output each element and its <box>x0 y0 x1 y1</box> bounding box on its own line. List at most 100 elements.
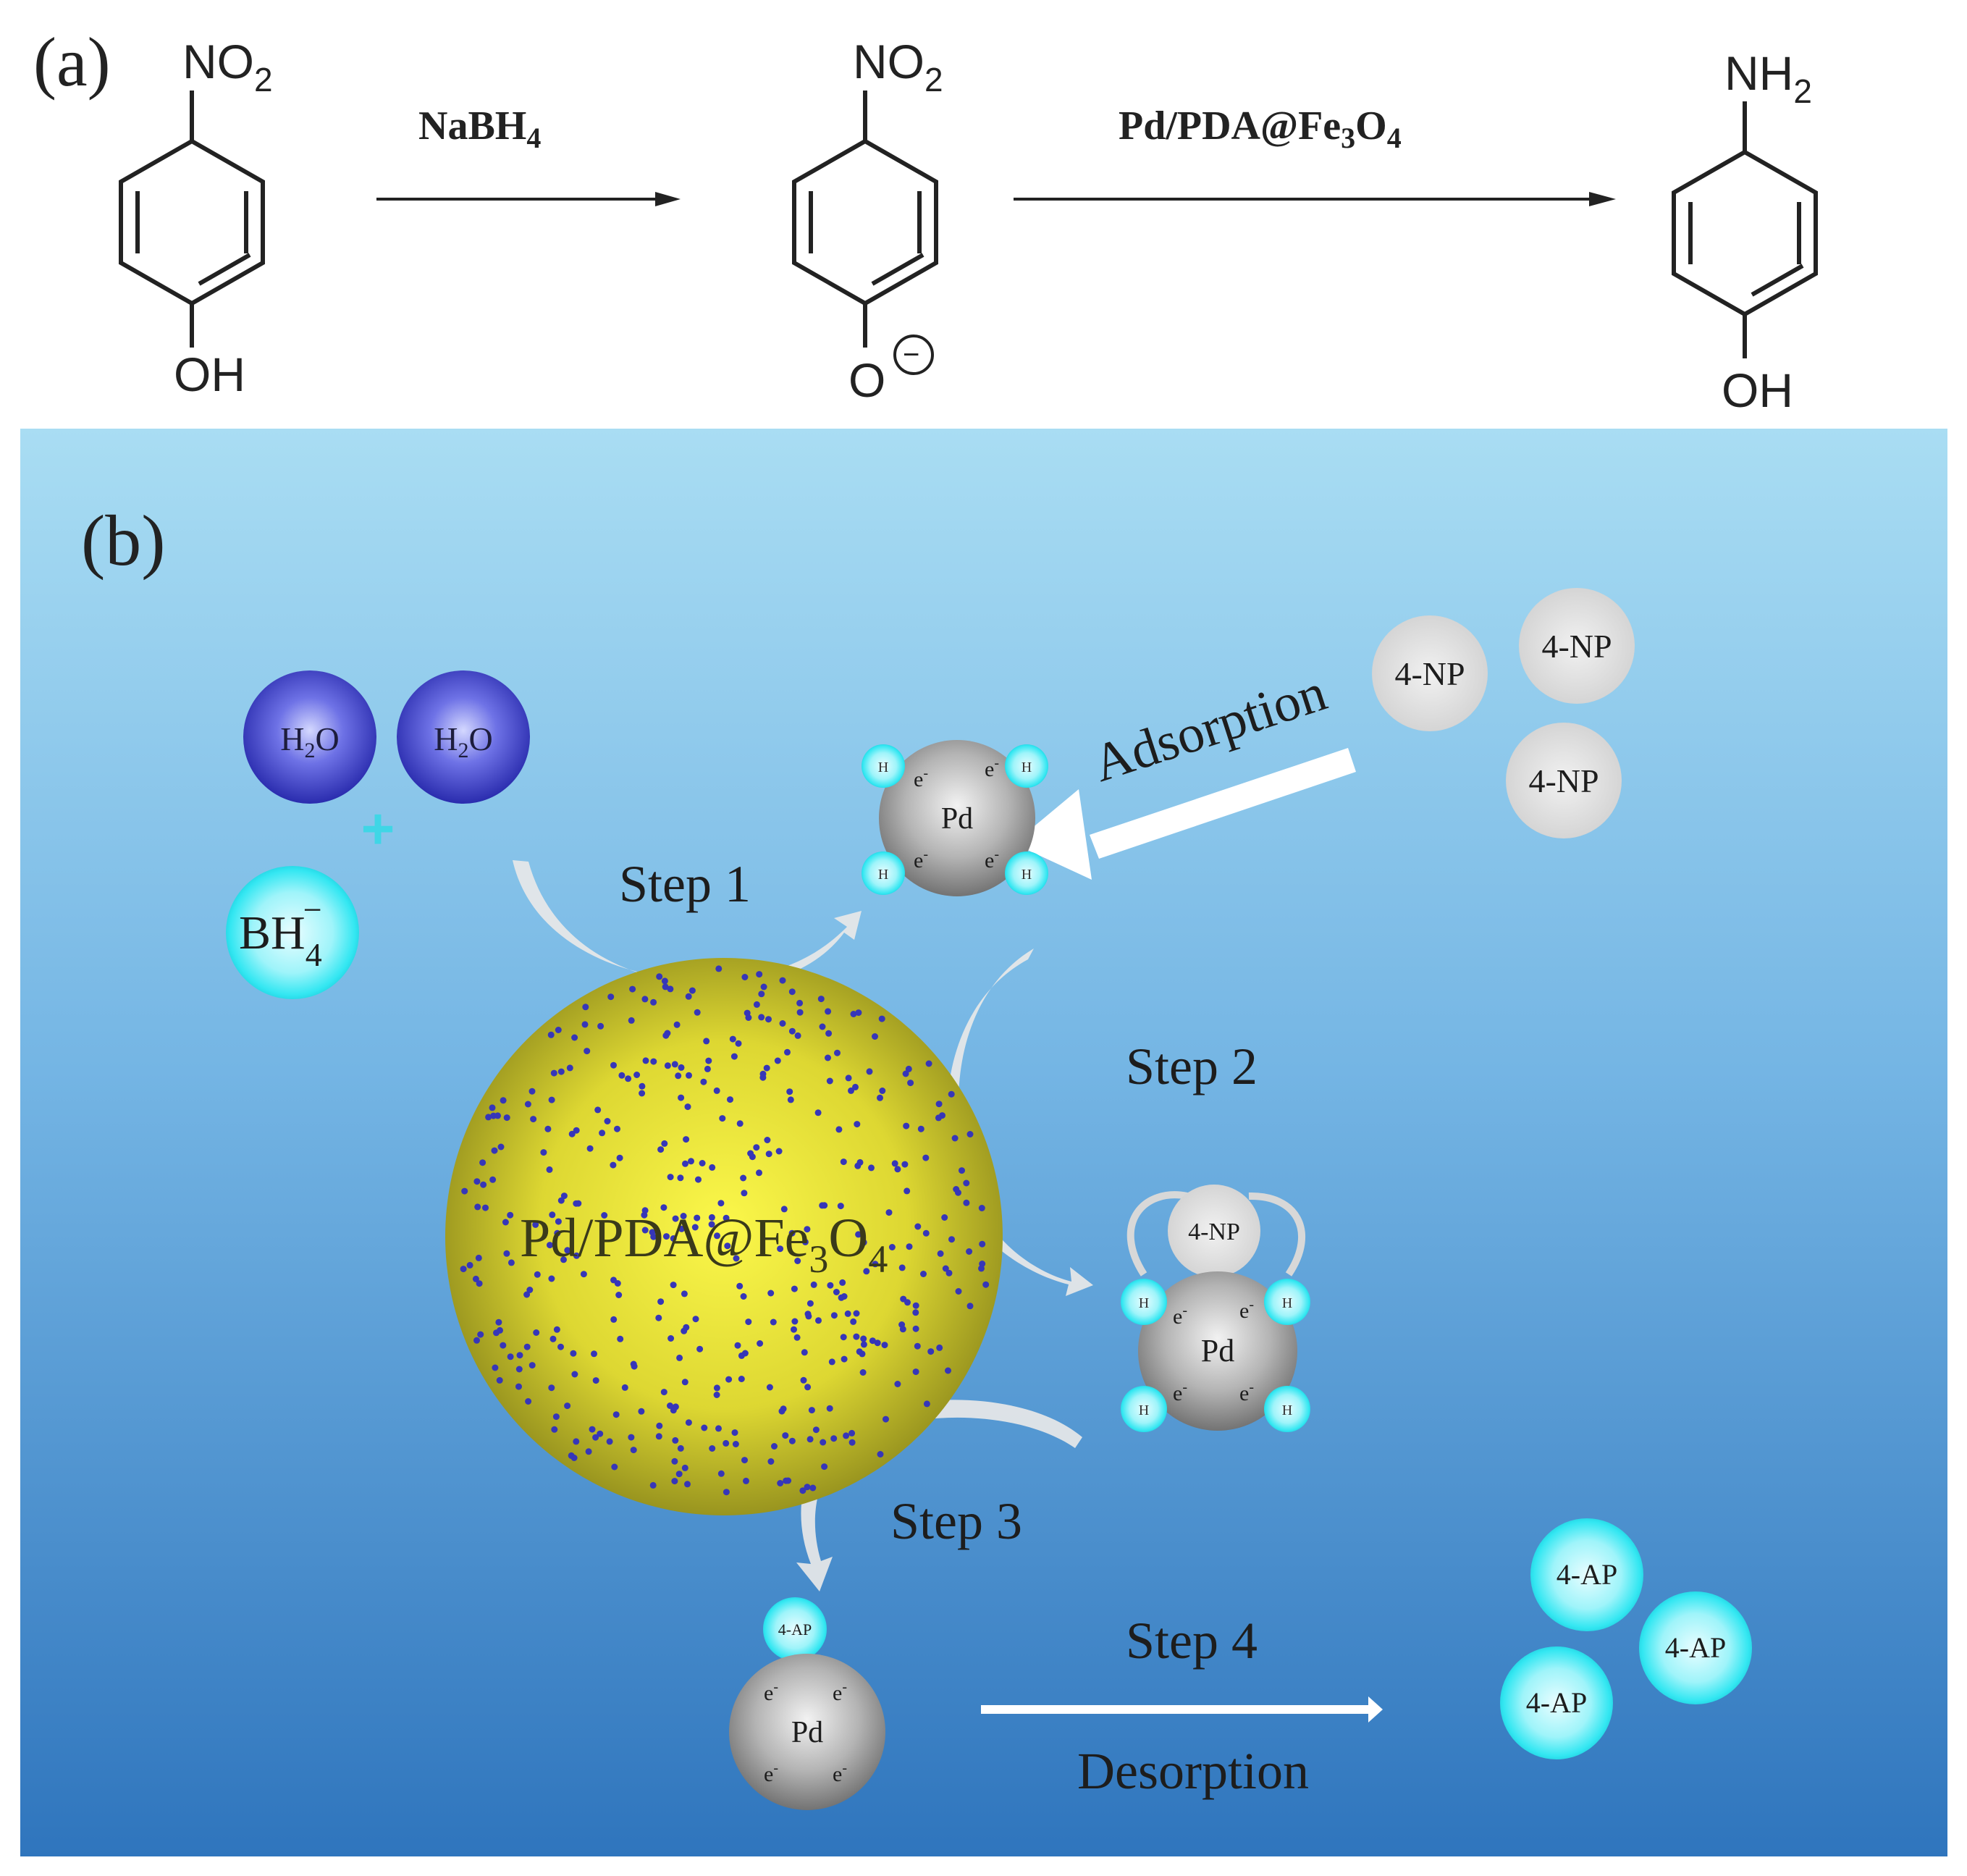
pd-dot <box>891 1160 898 1167</box>
pd-dot <box>664 1062 671 1069</box>
pd-dot <box>799 1487 806 1494</box>
pd-dot <box>548 1275 555 1282</box>
pd-dot <box>898 1321 906 1328</box>
pd-dot <box>758 990 765 998</box>
pd-dot <box>476 1280 483 1287</box>
pd-dot <box>701 1424 708 1431</box>
pd-dot <box>695 1176 702 1183</box>
pd-dot <box>729 1035 736 1043</box>
pd-dot <box>657 1298 665 1305</box>
pd-dot <box>723 1489 730 1496</box>
pd-dot <box>474 1203 481 1211</box>
pd-dot <box>685 1419 692 1426</box>
svg-text:H: H <box>1282 1295 1292 1311</box>
pd-dot <box>817 996 825 1003</box>
pd-dot <box>570 1455 578 1461</box>
pd-dot <box>814 1109 822 1116</box>
pd-dot <box>662 1032 670 1039</box>
pd-dot <box>692 1316 699 1323</box>
pd-dot <box>675 1471 683 1478</box>
pd-dot <box>826 1077 833 1085</box>
pd-dot <box>763 1064 770 1072</box>
pd-dot <box>885 1209 893 1216</box>
pd-dot <box>532 1221 539 1228</box>
pd-dot <box>630 1360 637 1368</box>
mol1-top-label: NO2 <box>182 35 273 98</box>
pd-dot <box>548 1384 555 1392</box>
pd-dot <box>733 1255 740 1262</box>
pd-dot <box>672 1403 679 1410</box>
pd-dot <box>827 1282 834 1289</box>
pd-dot <box>859 1369 867 1376</box>
pd-dot <box>685 993 692 1000</box>
step3-flow-arrow <box>796 1400 1082 1591</box>
pd-dot <box>845 1074 852 1082</box>
pd-dot <box>592 1377 599 1384</box>
pd-dot <box>723 1439 730 1447</box>
svg-text:e-: e- <box>833 1679 847 1705</box>
pd-dot <box>793 1334 801 1341</box>
pd-dot <box>770 1318 777 1326</box>
pd-dot <box>877 1451 884 1458</box>
pd-dot <box>963 1199 970 1206</box>
pd-dot <box>630 1447 637 1454</box>
pd-dot <box>663 1233 670 1240</box>
svg-text:e-: e- <box>1239 1297 1254 1323</box>
pd-dot <box>564 1402 571 1410</box>
pd-dot <box>688 1158 694 1165</box>
pd-dot <box>796 1009 804 1016</box>
pd-dot <box>699 1160 706 1166</box>
pd-dot <box>900 1295 907 1303</box>
pd-dot <box>757 1340 764 1347</box>
pd-dot <box>625 1075 632 1082</box>
pd-dot <box>788 1437 796 1444</box>
borohydride-ion: BH4− <box>226 866 359 999</box>
pd-site-product: 4-AP Pd e- e- e- e- <box>729 1597 885 1810</box>
pd-dot <box>787 1096 794 1103</box>
pd-dot <box>610 1161 617 1169</box>
pd-dot <box>815 1317 822 1324</box>
pd-dot <box>741 1457 748 1464</box>
pd-dot <box>473 1337 480 1344</box>
pd-dot <box>825 1054 831 1061</box>
pd-dot <box>901 1161 909 1168</box>
pd-dot <box>872 1261 879 1268</box>
pd-dot <box>526 1287 534 1293</box>
pd-dot <box>966 1248 973 1255</box>
pd-dot <box>978 1205 985 1211</box>
pd-dot <box>573 1200 580 1207</box>
np-label-3: 4-NP <box>1528 762 1599 799</box>
pd-dot <box>560 1193 568 1200</box>
pd-dot <box>833 1289 840 1295</box>
pd-dot <box>796 999 804 1006</box>
pd-dot <box>694 1009 701 1016</box>
pd-dot <box>741 1350 749 1357</box>
svg-text:H: H <box>1139 1295 1149 1311</box>
svg-text:e-: e- <box>985 755 999 781</box>
pd-dot <box>650 1058 657 1065</box>
ap-molecule-2: 4-AP <box>1639 1591 1752 1704</box>
pd-dot <box>955 1189 961 1196</box>
hydrogen-atoms-1: H H H H <box>862 744 1048 895</box>
pd-dot <box>881 1342 888 1349</box>
pd-dot <box>681 1379 688 1386</box>
pd-dot <box>662 983 669 990</box>
pd-dot <box>907 1080 914 1087</box>
pd-dot <box>804 1384 812 1391</box>
pd-dot <box>821 1463 828 1471</box>
pd-dot <box>585 1448 592 1455</box>
pd-dot <box>639 1090 646 1097</box>
pd-dot <box>670 1282 677 1289</box>
pd-dot <box>610 1061 617 1069</box>
pd-dot <box>788 1229 796 1237</box>
pd-dot <box>461 1187 468 1195</box>
pd-dot <box>963 1179 970 1187</box>
svg-text:e-: e- <box>985 846 999 872</box>
pd-dot <box>641 1207 649 1214</box>
svg-text:e-: e- <box>1173 1303 1187 1329</box>
pd-dot <box>683 1136 690 1143</box>
pd-dot <box>794 1032 801 1039</box>
pd-dot <box>854 1121 861 1128</box>
pd-dot <box>494 1112 501 1119</box>
pd-dot <box>905 1065 912 1072</box>
